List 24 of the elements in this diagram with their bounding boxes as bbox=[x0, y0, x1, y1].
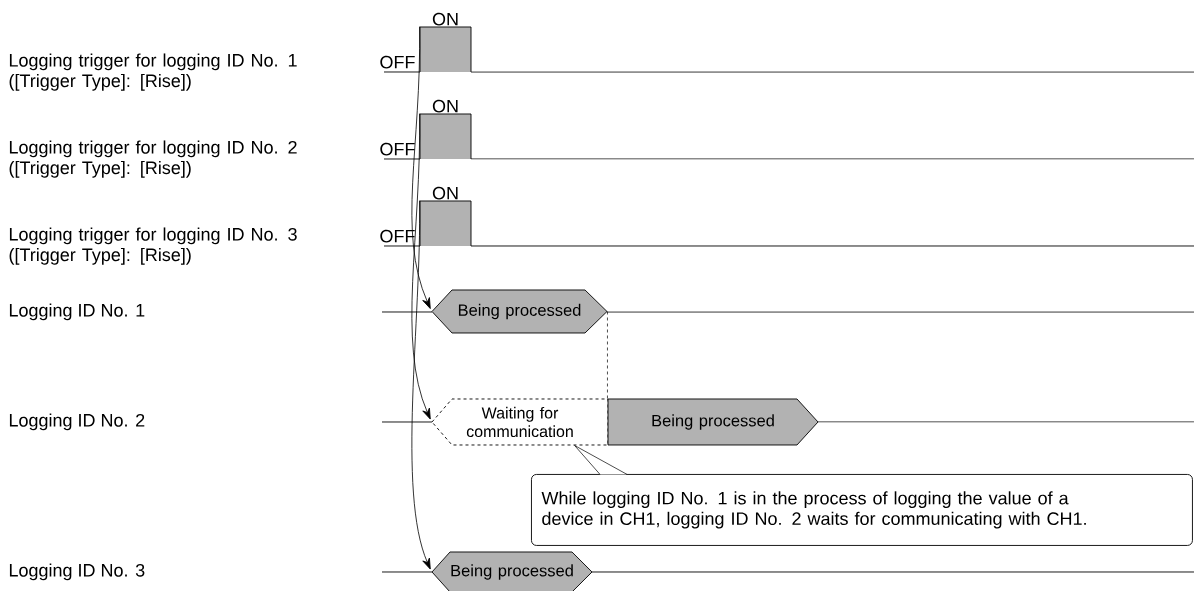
node-label: ON bbox=[432, 99, 458, 113]
callout-pointer bbox=[574, 445, 628, 475]
node-label: ON bbox=[432, 186, 458, 200]
signal-name: Logging ID No. 3 bbox=[9, 563, 145, 581]
trigger-arrow bbox=[411, 200, 431, 570]
node-label: ON bbox=[432, 12, 458, 26]
signal-name: Logging ID No. 1 bbox=[9, 303, 145, 321]
trigger-arrow bbox=[411, 113, 431, 420]
signal-name: Logging ID No. 2 bbox=[9, 413, 145, 431]
timing-line bbox=[607, 311, 608, 399]
signal-name: Logging trigger for logging ID No. 1 ([Trigger Type]: [Rise]) bbox=[9, 53, 297, 91]
state-hexagon: Being processed bbox=[431, 551, 593, 591]
node-label: OFF bbox=[380, 55, 415, 69]
trigger-arrow bbox=[411, 26, 431, 309]
callout-box: While logging ID No. 1 is in the process of logging the value of a device in CH1, logging ID No. 2 waits for communicating with CH1. bbox=[531, 474, 1193, 546]
signal-pulse: OFF ON bbox=[380, 99, 472, 160]
signal-name: Logging trigger for logging ID No. 3 ([Trigger Type]: [Rise]) bbox=[9, 227, 297, 265]
state-hexagon: Being processed bbox=[607, 398, 819, 446]
node-label: OFF bbox=[380, 229, 415, 243]
signal-pulse: OFF ON bbox=[380, 186, 472, 247]
node-label: OFF bbox=[380, 142, 415, 156]
signal-name: Logging trigger for logging ID No. 2 ([Trigger Type]: [Rise]) bbox=[9, 140, 297, 178]
state-hexagon: Being processed bbox=[431, 289, 608, 334]
signal-pulse: OFF ON bbox=[380, 12, 472, 73]
